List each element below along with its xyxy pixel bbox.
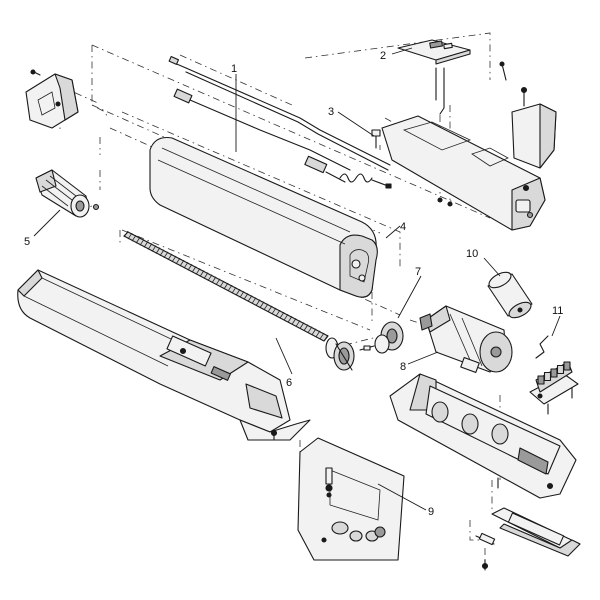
thread-mark <box>203 272 209 279</box>
thread-mark <box>299 322 305 329</box>
thread-mark <box>315 330 321 338</box>
thread-mark <box>143 241 149 248</box>
end-cap-top-right <box>511 86 557 169</box>
thread-mark <box>179 259 185 267</box>
thread-mark <box>259 301 265 308</box>
part-1-cable-harness <box>168 55 392 189</box>
thread-mark <box>155 247 161 254</box>
thread-mark <box>131 234 137 242</box>
part-7-gear <box>359 321 404 354</box>
actuator-arm-body <box>17 269 311 441</box>
thread-mark <box>163 251 169 259</box>
part-8-motor <box>419 305 513 373</box>
thread-mark <box>255 299 261 306</box>
bottom-mount-bracket <box>475 507 581 571</box>
thread-mark <box>283 313 289 321</box>
callout-11: 11 <box>552 305 563 317</box>
part-3-top-cover <box>371 67 546 231</box>
part-6-screw-shaft <box>123 230 355 371</box>
thread-mark <box>191 266 197 273</box>
thread-mark <box>211 276 217 283</box>
callout-7: 7 <box>415 266 421 278</box>
thread-mark <box>239 291 245 298</box>
thread-mark <box>275 309 281 317</box>
terminal-block <box>537 375 545 385</box>
part-2-plate <box>397 39 507 81</box>
thread-mark <box>135 237 141 244</box>
callout-2: 2 <box>380 50 386 62</box>
end-cap-top-left <box>25 69 79 129</box>
thread-mark <box>187 264 193 271</box>
callout-leaders <box>33 47 561 511</box>
thread-mark <box>287 316 293 323</box>
thread-mark <box>295 320 301 327</box>
part-5-bracket <box>35 169 100 218</box>
part-9-bracket-kit <box>297 437 405 561</box>
part-4-housing <box>149 136 378 298</box>
thread-mark <box>183 261 189 269</box>
thread-mark <box>207 274 213 281</box>
thread-mark <box>247 295 253 302</box>
thread-mark <box>243 293 249 300</box>
thread-mark <box>199 270 205 277</box>
thread-mark <box>251 297 257 304</box>
thread-mark <box>311 328 317 335</box>
motor-tray-housing <box>389 373 577 499</box>
callout-labels: 1 2 3 4 5 6 7 8 9 10 11 <box>24 50 563 518</box>
thread-mark <box>231 286 237 294</box>
thread-mark <box>159 249 165 256</box>
terminal-block <box>543 371 552 382</box>
thread-mark <box>291 318 297 325</box>
thread-mark <box>171 255 177 263</box>
thread-mark <box>175 257 181 265</box>
terminal-block <box>556 364 565 375</box>
thread-mark <box>215 278 221 286</box>
callout-10: 10 <box>466 248 478 260</box>
thread-mark <box>123 230 129 238</box>
part-10-capacitor <box>487 271 533 319</box>
thread-mark <box>267 305 273 313</box>
callout-9: 9 <box>428 506 434 518</box>
thread-mark <box>279 311 285 319</box>
thread-mark <box>167 253 173 261</box>
thread-mark <box>195 268 201 275</box>
part-11-terminal-board <box>529 335 579 415</box>
callout-6: 6 <box>286 377 292 389</box>
thread-mark <box>227 284 233 292</box>
thread-mark <box>323 334 329 342</box>
thread-mark <box>219 280 225 288</box>
callout-4: 4 <box>400 221 406 233</box>
thread-mark <box>139 239 145 246</box>
thread-mark <box>147 243 153 250</box>
callout-3: 3 <box>328 106 334 118</box>
callout-8: 8 <box>400 361 406 373</box>
thread-mark <box>319 332 325 340</box>
thread-mark <box>127 232 133 240</box>
thread-mark <box>235 289 241 296</box>
thread-mark <box>263 303 269 311</box>
callout-1: 1 <box>231 63 237 75</box>
thread-mark <box>307 326 313 333</box>
thread-mark <box>271 307 277 315</box>
thread-mark <box>223 282 229 290</box>
callout-5: 5 <box>24 236 30 248</box>
thread-mark <box>303 324 309 331</box>
thread-mark <box>151 245 157 252</box>
terminal-block <box>563 361 571 371</box>
terminal-block <box>550 368 558 378</box>
